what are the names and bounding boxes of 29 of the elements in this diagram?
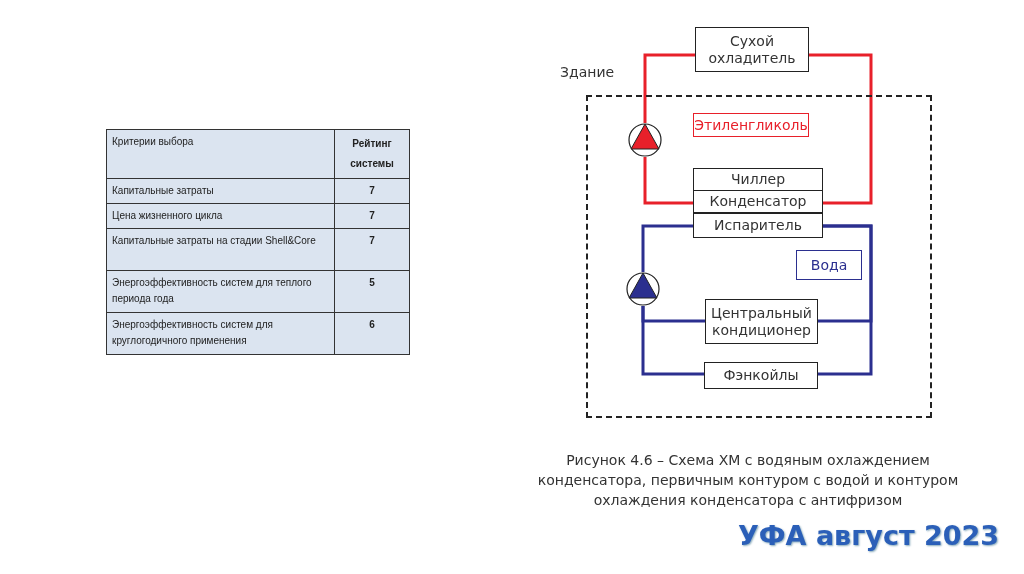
header-cell: Рейтинг системы <box>334 129 410 179</box>
equipment-box: Испаритель <box>693 213 823 238</box>
pipe-line <box>641 224 693 272</box>
equipment-box: Конденсатор <box>693 190 823 213</box>
fluid-label: Вода <box>796 250 862 280</box>
equipment-box: Фэнкойлы <box>704 362 818 389</box>
equipment-box: Чиллер <box>693 168 823 191</box>
fluid-label: Этиленгликоль <box>693 113 809 137</box>
table-cell: Цена жизненного цикла <box>106 203 335 229</box>
pump-symbol <box>628 123 662 157</box>
table-cell: Капитальные затраты <box>106 178 335 204</box>
building-heading: Здание <box>560 64 615 80</box>
pipe-line <box>818 224 873 376</box>
pump-symbol <box>626 272 660 306</box>
event-tag: УФА август 2023 <box>738 520 1000 551</box>
table-cell: 5 <box>334 270 410 313</box>
table-cell: Капитальные затраты на стадии Shell&Core <box>106 228 335 271</box>
pipe-line <box>643 53 695 123</box>
pipe-line <box>641 306 704 376</box>
pipe-line <box>643 157 693 205</box>
table-cell: Энергоэффективность систем для круглогодичного применения <box>106 312 335 355</box>
table-cell: 7 <box>334 228 410 271</box>
figure-caption: Рисунок 4.6 – Схема ХМ с водяным охлаждением конденсатора, первичным контуром с водой и контуром охлаждения конденсатора с антифризом <box>536 451 960 510</box>
equipment-box: Сухой охладитель <box>695 27 809 72</box>
table-cell: Энергоэффективность систем для теплого периода года <box>106 270 335 313</box>
equipment-box: Центральный кондиционер <box>705 299 818 344</box>
header-cell: Критерии выбора <box>106 129 335 179</box>
table-cell: 6 <box>334 312 410 355</box>
pipe-line <box>809 53 873 205</box>
